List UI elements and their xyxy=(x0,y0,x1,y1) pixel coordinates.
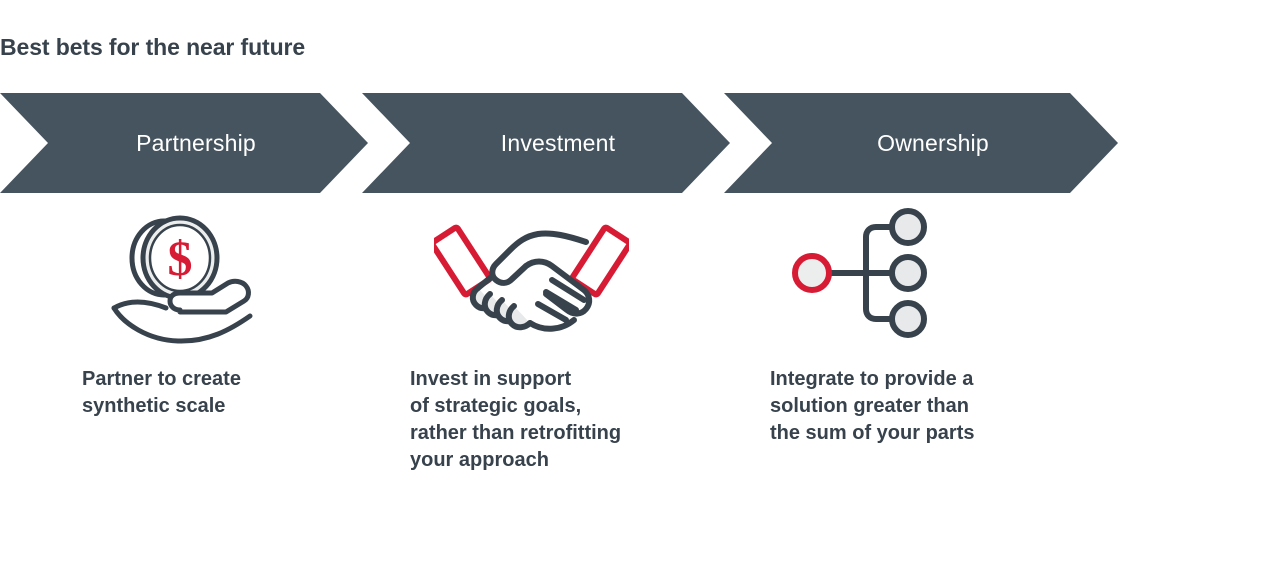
network-nodes-icon xyxy=(788,203,938,348)
svg-text:$: $ xyxy=(168,230,193,286)
handshake-icon xyxy=(429,208,633,343)
icon-container-investment xyxy=(410,200,720,350)
chevron-label-ownership: Ownership xyxy=(877,129,989,156)
chevron-stage-ownership[interactable]: Ownership xyxy=(724,93,1118,193)
chevron-stage-investment[interactable]: Investment xyxy=(362,93,730,193)
stage-column-ownership: Integrate to provide a solution greater … xyxy=(770,200,1070,447)
stage-caption-ownership: Integrate to provide a solution greater … xyxy=(770,368,975,444)
page-title: Best bets for the near future xyxy=(0,34,306,60)
icon-container-partnership: $ xyxy=(82,200,382,350)
stage-column-investment: Invest in support of strategic goals, ra… xyxy=(410,200,720,474)
stage-column-partnership: $ Partner to create synthetic scale xyxy=(82,200,382,420)
stage-caption-investment: Invest in support of strategic goals, ra… xyxy=(410,368,622,471)
icon-container-ownership xyxy=(770,200,1070,350)
hand-holding-coin-icon: $ xyxy=(104,200,264,350)
chevron-label-investment: Investment xyxy=(500,129,616,156)
chevron-label-partnership: Partnership xyxy=(136,129,256,156)
stage-caption-partnership: Partner to create synthetic scale xyxy=(82,368,241,417)
chevron-stage-partnership[interactable]: Partnership xyxy=(0,93,368,193)
process-chevron-band: Partnership Investment Ownership xyxy=(0,93,1125,193)
